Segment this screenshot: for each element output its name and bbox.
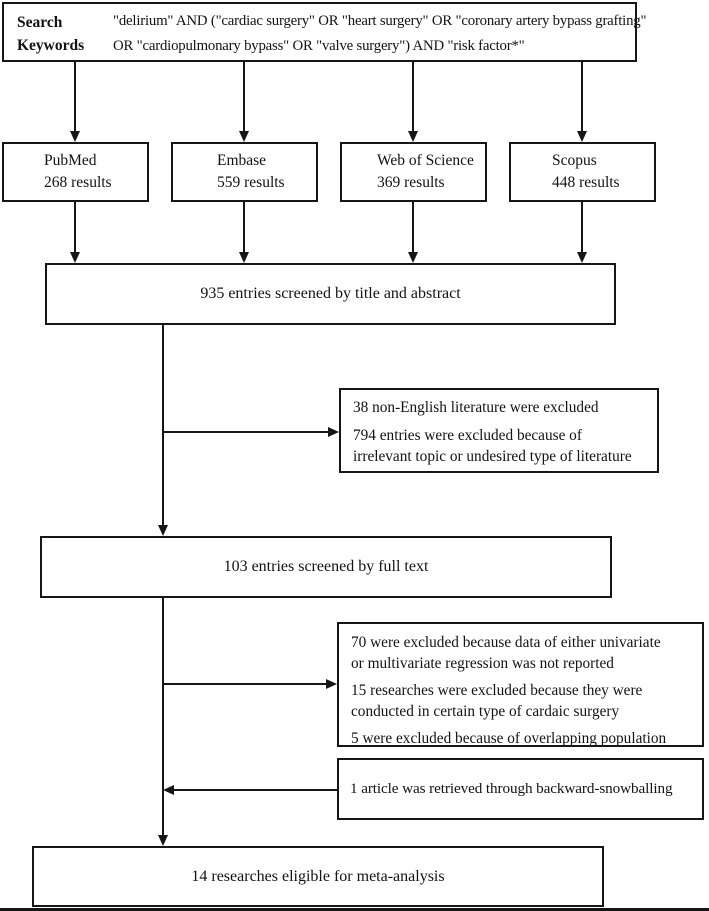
- figure-bottom-border: [0, 908, 709, 911]
- connector-search-to-pubmed: [74, 62, 76, 131]
- search-query-line-2: OR "cardiopulmonary bypass" OR "valve su…: [113, 37, 525, 54]
- screening-title-abstract-text: 935 entries screened by title and abstra…: [200, 285, 461, 302]
- connector-search-to-scopus: [581, 62, 583, 131]
- connector-full-text-to-final: [162, 598, 164, 835]
- exclusion-line: 5 were excluded because of overlapping p…: [351, 730, 667, 748]
- arrowhead-left-icon: [163, 785, 174, 795]
- snowballing-box: 1 article was retrieved through backward…: [337, 758, 704, 820]
- database-box-pubmed: PubMed 268 results: [2, 142, 149, 202]
- exclusion-full-text-box: 70 were excluded because data of either …: [337, 622, 704, 747]
- database-box-scopus: Scopus 448 results: [509, 142, 656, 202]
- database-results: 268 results: [44, 174, 112, 191]
- exclusion-line: 794 entries were excluded because of: [353, 427, 582, 445]
- arrowhead-down-icon: [239, 131, 249, 142]
- exclusion-line: irrelevant topic or undesired type of li…: [353, 448, 632, 466]
- database-results: 369 results: [377, 174, 445, 191]
- database-box-embase: Embase 559 results: [171, 142, 318, 202]
- arrowhead-down-icon: [577, 131, 587, 142]
- final-eligible-text: 14 researches eligible for meta-analysis: [191, 867, 445, 885]
- screening-title-abstract-box: 935 entries screened by title and abstra…: [45, 263, 616, 325]
- arrowhead-down-icon: [158, 525, 168, 536]
- database-name: Embase: [217, 152, 267, 169]
- arrowhead-down-icon: [408, 131, 418, 142]
- arrowhead-down-icon: [70, 252, 80, 263]
- connector-search-to-embase: [243, 62, 245, 131]
- exclusion-line: or multivariate regression was not repor…: [351, 654, 614, 672]
- connector-scopus-to-screening: [581, 202, 583, 252]
- connector-search-to-wos: [412, 62, 414, 131]
- screening-full-text-text: 103 entries screened by full text: [223, 558, 429, 575]
- arrowhead-right-icon: [326, 679, 337, 689]
- search-query-line-1: "delirium" AND ("cardiac surgery" OR "he…: [113, 13, 647, 29]
- arrowhead-down-icon: [158, 835, 168, 846]
- search-keywords-box: Search Keywords "delirium" AND ("cardiac…: [2, 2, 647, 62]
- arrowhead-down-icon: [408, 252, 418, 263]
- exclusion-line: conducted in certain type of cardaic sur…: [351, 702, 620, 720]
- connector-wos-to-screening: [412, 202, 414, 252]
- connector-branch-exclusion-2: [162, 683, 326, 685]
- database-box-web-of-science: Web of Science 369 results: [340, 142, 487, 202]
- connector-branch-exclusion-1: [162, 431, 328, 433]
- arrowhead-down-icon: [70, 131, 80, 142]
- exclusion-line: 38 non-English literature were excluded: [353, 399, 599, 416]
- screening-full-text-box: 103 entries screened by full text: [40, 536, 612, 598]
- snowballing-text: 1 article was retrieved through backward…: [350, 780, 673, 797]
- search-query: "delirium" AND ("cardiac surgery" OR "he…: [113, 9, 647, 58]
- arrowhead-down-icon: [239, 252, 249, 263]
- arrowhead-right-icon: [328, 427, 339, 437]
- database-name: Web of Science: [377, 152, 474, 169]
- exclusion-line: 15 researches were excluded because they…: [351, 682, 643, 700]
- database-name: Scopus: [552, 152, 597, 169]
- exclusion-title-abstract-box: 38 non-English literature were excluded …: [339, 388, 659, 473]
- connector-snowballing: [174, 789, 337, 791]
- arrowhead-down-icon: [577, 252, 587, 263]
- database-results: 559 results: [217, 174, 285, 191]
- connector-pubmed-to-screening: [74, 202, 76, 252]
- database-name: PubMed: [44, 152, 97, 169]
- search-keywords-label: Search Keywords: [17, 14, 85, 54]
- database-results: 448 results: [552, 174, 620, 191]
- connector-title-abstract-to-full-text: [162, 325, 164, 525]
- exclusion-line: 70 were excluded because data of either …: [351, 634, 661, 651]
- final-eligible-box: 14 researches eligible for meta-analysis: [32, 846, 604, 907]
- connector-embase-to-screening: [243, 202, 245, 252]
